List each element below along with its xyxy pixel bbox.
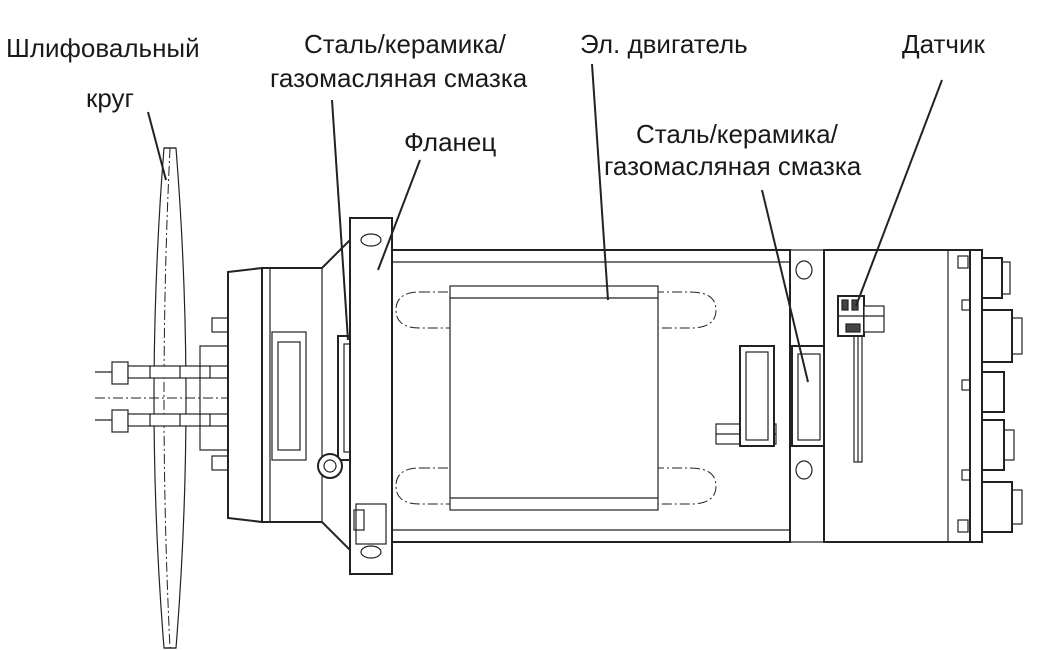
leader-flange xyxy=(377,159,421,271)
rear-housing xyxy=(823,249,971,543)
label-wheel-line2: круг xyxy=(86,83,135,113)
leader-wheel xyxy=(147,111,167,181)
leader-lines xyxy=(147,63,943,383)
motor-housing xyxy=(391,249,791,543)
leader-motor xyxy=(591,63,609,301)
label-bearing-front-line1: Сталь/керамика/ xyxy=(304,29,506,59)
leader-bearing-front xyxy=(331,99,349,341)
flange xyxy=(317,217,393,575)
grinding-wheel xyxy=(153,147,187,649)
label-motor: Эл. двигатель xyxy=(580,29,748,59)
connectors xyxy=(961,249,1023,543)
front-housing xyxy=(199,237,351,553)
label-flange: Фланец xyxy=(404,127,497,157)
label-sensor: Датчик xyxy=(902,29,985,59)
label-bearing-front-line2: газомасляная смазка xyxy=(270,63,528,93)
leader-bearing-rear xyxy=(761,189,809,383)
sensor xyxy=(837,295,885,337)
label-wheel-line1: Шлифовальный xyxy=(6,33,200,63)
label-bearing-rear-line2: газомасляная смазка xyxy=(604,151,862,181)
label-bearing-rear-line1: Сталь/керамика/ xyxy=(636,119,838,149)
leader-sensor xyxy=(855,79,943,307)
